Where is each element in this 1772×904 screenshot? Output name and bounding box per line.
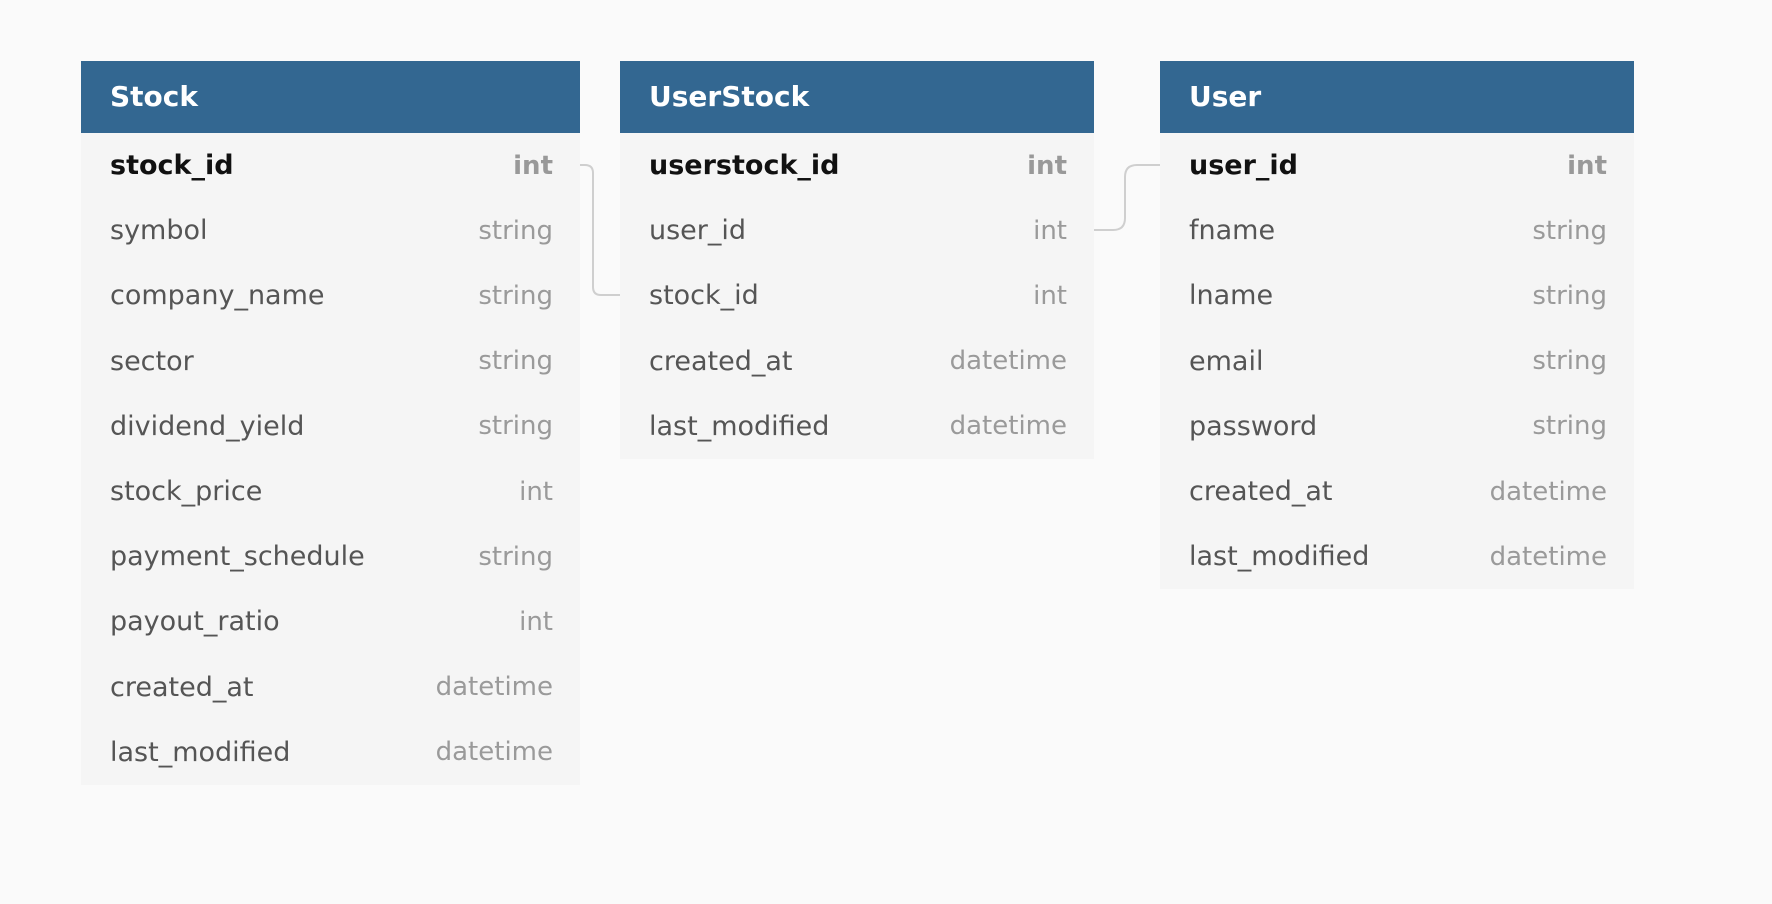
column-type: int — [519, 476, 553, 507]
table-header-userstock[interactable]: UserStock — [620, 61, 1094, 133]
column-row-stock-company-name[interactable]: company_name string — [81, 263, 580, 328]
column-type: datetime — [949, 411, 1067, 442]
column-name: created_at — [110, 671, 254, 703]
column-row-userstock-created-at[interactable]: created_at datetime — [620, 329, 1094, 394]
column-type: datetime — [435, 672, 553, 703]
column-row-userstock-user-id[interactable]: user_id int — [620, 198, 1094, 263]
column-type: string — [478, 346, 553, 377]
column-row-user-created-at[interactable]: created_at datetime — [1160, 459, 1634, 524]
column-name: created_at — [649, 345, 793, 377]
column-name: stock_id — [649, 280, 759, 312]
column-name: company_name — [110, 280, 325, 312]
column-type: string — [1532, 346, 1607, 377]
connector-userstock-to-user — [1094, 164, 1160, 231]
column-name: sector — [110, 345, 194, 377]
column-type: datetime — [435, 737, 553, 768]
column-row-user-fname[interactable]: fname string — [1160, 198, 1634, 263]
column-row-stock-stock-price[interactable]: stock_price int — [81, 459, 580, 524]
column-type: datetime — [1489, 541, 1607, 572]
column-type: string — [478, 215, 553, 246]
column-row-stock-created-at[interactable]: created_at datetime — [81, 655, 580, 720]
column-row-stock-payment-schedule[interactable]: payment_schedule string — [81, 524, 580, 589]
column-row-user-password[interactable]: password string — [1160, 394, 1634, 459]
column-type: int — [519, 606, 553, 637]
column-row-user-lname[interactable]: lname string — [1160, 263, 1634, 328]
column-type: int — [1567, 150, 1607, 181]
column-row-stock-sector[interactable]: sector string — [81, 329, 580, 394]
column-type: int — [1033, 215, 1067, 246]
column-name: last_modified — [649, 410, 830, 442]
column-name: lname — [1189, 280, 1274, 312]
table-stock[interactable]: Stock stock_id int symbol string company… — [81, 61, 580, 785]
column-type: string — [478, 280, 553, 311]
column-type: int — [1027, 150, 1067, 181]
column-type: string — [1532, 215, 1607, 246]
column-type: string — [1532, 411, 1607, 442]
column-name: fname — [1189, 215, 1276, 247]
column-row-userstock-userstock-id[interactable]: userstock_id int — [620, 133, 1094, 198]
table-userstock[interactable]: UserStock userstock_id int user_id int s… — [620, 61, 1094, 459]
column-type: datetime — [949, 346, 1067, 377]
column-name: user_id — [1189, 150, 1299, 182]
column-row-stock-stock-id[interactable]: stock_id int — [81, 133, 580, 198]
column-name: dividend_yield — [110, 410, 305, 442]
column-name: password — [1189, 410, 1318, 442]
column-name: payment_schedule — [110, 541, 365, 573]
column-type: int — [1033, 280, 1067, 311]
column-row-stock-last-modified[interactable]: last_modified datetime — [81, 720, 580, 785]
column-row-stock-dividend-yield[interactable]: dividend_yield string — [81, 394, 580, 459]
column-name: symbol — [110, 215, 208, 247]
column-type: int — [513, 150, 553, 181]
column-row-user-email[interactable]: email string — [1160, 329, 1634, 394]
column-row-user-user-id[interactable]: user_id int — [1160, 133, 1634, 198]
column-name: userstock_id — [649, 150, 840, 182]
column-row-stock-payout-ratio[interactable]: payout_ratio int — [81, 589, 580, 654]
column-type: string — [478, 541, 553, 572]
column-name: user_id — [649, 215, 747, 247]
column-name: created_at — [1189, 476, 1333, 508]
column-name: stock_price — [110, 476, 263, 508]
column-name: last_modified — [110, 736, 291, 768]
column-type: string — [478, 411, 553, 442]
column-row-userstock-last-modified[interactable]: last_modified datetime — [620, 394, 1094, 459]
column-name: last_modified — [1189, 541, 1370, 573]
table-header-stock[interactable]: Stock — [81, 61, 580, 133]
table-header-user[interactable]: User — [1160, 61, 1634, 133]
column-type: datetime — [1489, 476, 1607, 507]
column-name: stock_id — [110, 150, 234, 182]
column-name: payout_ratio — [110, 606, 280, 638]
connector-stock-to-userstock — [580, 164, 620, 296]
column-name: email — [1189, 345, 1264, 377]
column-row-userstock-stock-id[interactable]: stock_id int — [620, 263, 1094, 328]
column-type: string — [1532, 280, 1607, 311]
column-row-stock-symbol[interactable]: symbol string — [81, 198, 580, 263]
table-user[interactable]: User user_id int fname string lname stri… — [1160, 61, 1634, 590]
column-row-user-last-modified[interactable]: last_modified datetime — [1160, 524, 1634, 589]
